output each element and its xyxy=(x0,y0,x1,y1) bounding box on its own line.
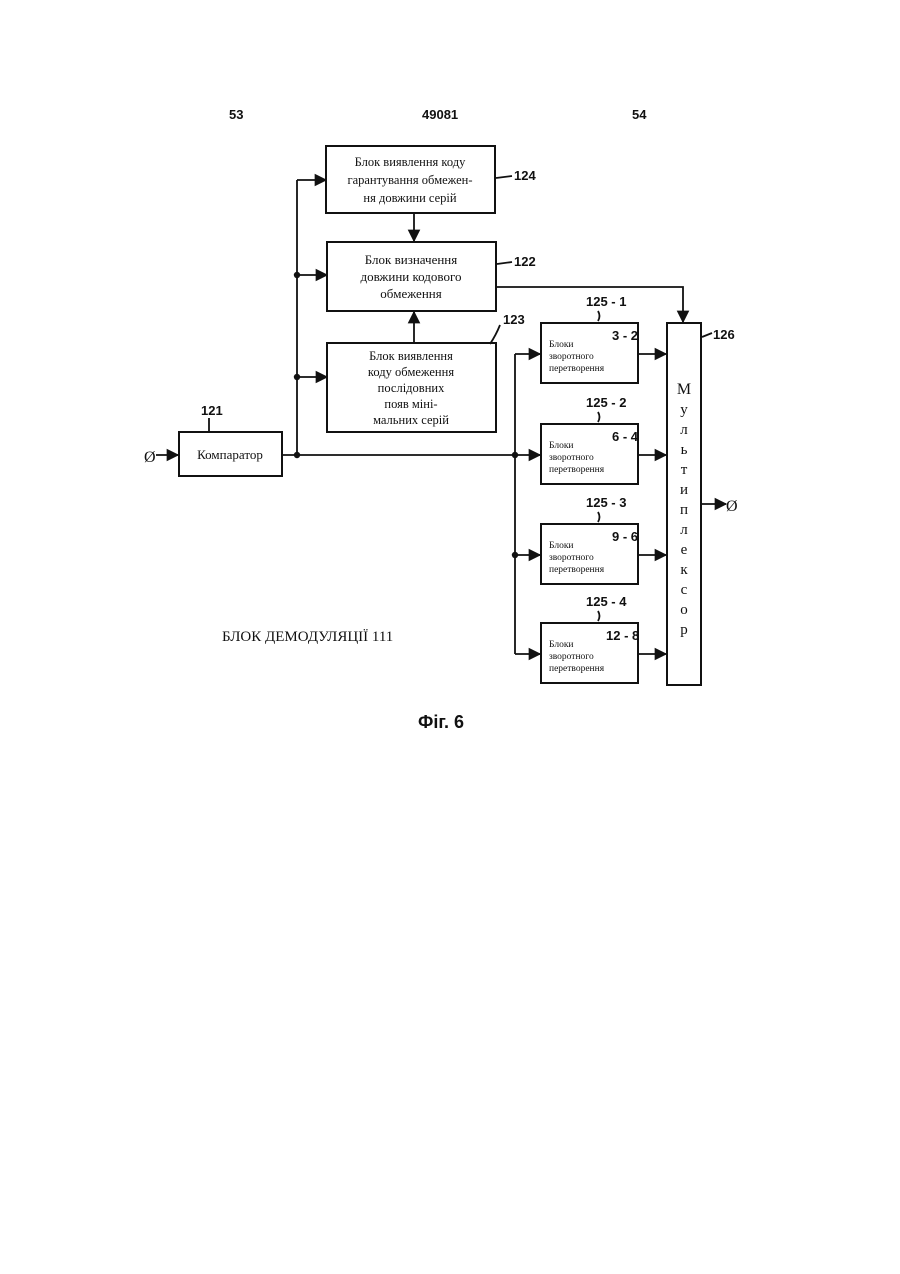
multiplexer-126: Мультиплексор xyxy=(667,323,701,685)
converter-ratio: 6 - 4 xyxy=(612,429,639,444)
block-124-run-length-guarantee-detector: Блок виявлення коду гарантування обмежен… xyxy=(326,146,495,213)
block-121-comparator: Компаратор xyxy=(179,432,282,476)
block-122-line: обмеження xyxy=(380,286,441,301)
converter-line: перетворення xyxy=(549,565,605,575)
leader-line xyxy=(598,512,600,522)
block-123-line: появ міні- xyxy=(384,397,437,411)
block-123-line: Блок виявлення xyxy=(369,349,453,363)
leader-line xyxy=(702,333,712,337)
multiplexer-letter: л xyxy=(680,522,688,538)
block-124-line: гарантування обмежен- xyxy=(347,173,472,187)
converter-line: зворотного xyxy=(549,652,594,662)
converter-ratio: 3 - 2 xyxy=(612,328,638,343)
multiplexer-letter: ь xyxy=(681,442,688,458)
multiplexer-letter: р xyxy=(680,622,688,638)
converter-line: перетворення xyxy=(549,465,605,475)
junction-dot xyxy=(512,452,518,458)
block-122-code-length-determination: Блок визначення довжини кодового обмежен… xyxy=(327,242,496,311)
converter-line: зворотного xyxy=(549,352,594,362)
multiplexer-letter: о xyxy=(680,602,688,618)
multiplexer-letter: у xyxy=(680,402,688,418)
converter-125-1: Блоки зворотного перетворення 3 - 2 xyxy=(541,323,638,383)
document-number: 49081 xyxy=(422,107,458,122)
block-123-line: послідовних xyxy=(378,381,445,395)
converter-ratio: 9 - 6 xyxy=(612,529,638,544)
ref-125-3: 125 - 3 xyxy=(586,495,626,510)
ref-122: 122 xyxy=(514,254,536,269)
junction-dot xyxy=(294,374,300,380)
multiplexer-letter: п xyxy=(680,502,688,518)
multiplexer-letter: т xyxy=(681,462,688,478)
block-123-line: коду обмеження xyxy=(368,365,454,379)
ref-125-1: 125 - 1 xyxy=(586,294,626,309)
multiplexer-letter: и xyxy=(680,482,688,498)
junction-dot xyxy=(294,452,300,458)
ref-124: 124 xyxy=(514,168,536,183)
converter-ratio: 12 - 8 xyxy=(606,628,639,643)
ref-126: 126 xyxy=(713,327,735,342)
page-number-right: 54 xyxy=(632,107,647,122)
block-122-line: Блок визначення xyxy=(365,252,458,267)
leader-line xyxy=(497,262,512,264)
block-124-line: Блок виявлення коду xyxy=(355,155,467,169)
ref-123: 123 xyxy=(503,312,525,327)
converter-line: Блоки xyxy=(549,541,574,551)
converter-line: Блоки xyxy=(549,441,574,451)
converter-line: перетворення xyxy=(549,364,605,374)
multiplexer-letter: М xyxy=(677,381,691,398)
converter-line: Блоки xyxy=(549,340,574,350)
figure-label: Фіг. 6 xyxy=(418,712,464,732)
leader-line xyxy=(598,412,600,422)
leader-line xyxy=(490,325,500,344)
multiplexer-letter: е xyxy=(681,542,688,558)
block-123-line: мальних серій xyxy=(373,413,449,427)
junction-dot xyxy=(512,552,518,558)
converter-125-2: Блоки зворотного перетворення 6 - 4 xyxy=(541,424,639,484)
comparator-label: Компаратор xyxy=(197,447,263,462)
block-122-line: довжини кодового xyxy=(361,269,462,284)
converter-line: зворотного xyxy=(549,453,594,463)
block-123-min-run-repetition-detector: Блок виявлення коду обмеження послідовни… xyxy=(327,343,496,432)
ref-121: 121 xyxy=(201,403,223,418)
multiplexer-letter: к xyxy=(680,562,688,578)
leader-line xyxy=(496,176,512,178)
multiplexer-letter: л xyxy=(680,422,688,438)
converter-125-3: Блоки зворотного перетворення 9 - 6 xyxy=(541,524,638,584)
output-terminal-symbol: Ø xyxy=(726,498,738,515)
ref-125-4: 125 - 4 xyxy=(586,594,627,609)
block-124-line: ня довжини серій xyxy=(363,191,457,205)
leader-line xyxy=(598,611,600,621)
junction-dot xyxy=(294,272,300,278)
converter-line: Блоки xyxy=(549,640,574,650)
converter-line: зворотного xyxy=(549,553,594,563)
input-terminal-symbol: Ø xyxy=(144,449,156,466)
diagram-caption: БЛОК ДЕМОДУЛЯЦІЇ 111 xyxy=(222,628,393,645)
ref-125-2: 125 - 2 xyxy=(586,395,626,410)
page-number-left: 53 xyxy=(229,107,243,122)
multiplexer-letter: с xyxy=(681,582,688,598)
converter-line: перетворення xyxy=(549,664,605,674)
converter-125-4: Блоки зворотного перетворення 12 - 8 xyxy=(541,623,639,683)
leader-line xyxy=(598,311,600,321)
